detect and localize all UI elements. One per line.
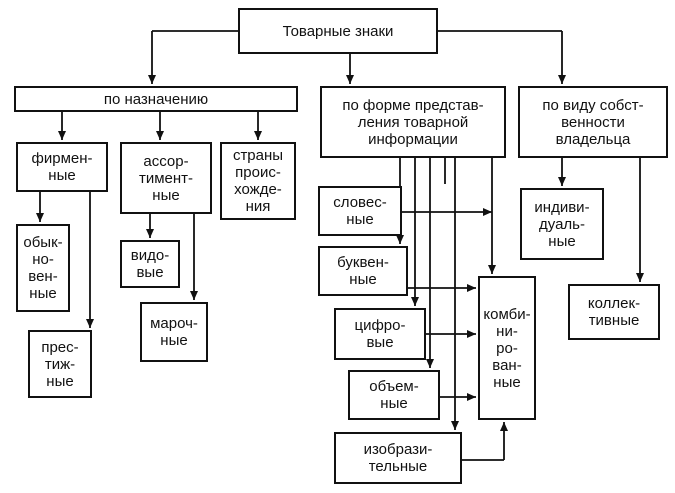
- letter-box: буквен- ные: [318, 246, 408, 296]
- volumetric-box: объем- ные: [348, 370, 440, 420]
- by-form-box: по форме представ- ления товарной информ…: [320, 86, 506, 158]
- combined-box: комби- ни- ро- ван- ные: [478, 276, 536, 420]
- digital-box: цифро- вые: [334, 308, 426, 360]
- collective-box: коллек- тивные: [568, 284, 660, 340]
- origin-box: страны проис- хожде- ния: [220, 142, 296, 220]
- prestige-box: прес- тиж- ные: [28, 330, 92, 398]
- brand-box: мароч- ные: [140, 302, 208, 362]
- by-ownership-box: по виду собст- венности владельца: [518, 86, 668, 158]
- ordinary-box: обык- но- вен- ные: [16, 224, 70, 312]
- root-box: Товарные знаки: [238, 8, 438, 54]
- firm-box: фирмен- ные: [16, 142, 108, 192]
- by-purpose-box: по назначению: [14, 86, 298, 112]
- individual-box: индиви- дуаль- ные: [520, 188, 604, 260]
- species-box: видо- вые: [120, 240, 180, 288]
- assortment-box: ассор- тимент- ные: [120, 142, 212, 214]
- pictorial-box: изобрази- тельные: [334, 432, 462, 484]
- verbal-box: словес- ные: [318, 186, 402, 236]
